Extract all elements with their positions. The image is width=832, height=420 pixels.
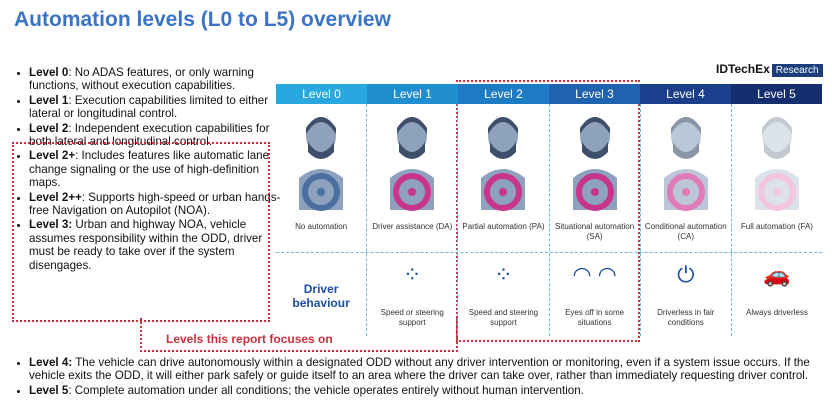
driver-icon [481,117,526,211]
driverless-icon: ⏻ [677,262,695,287]
bullets-top: Level 0: No ADAS features, or only warni… [18,66,286,273]
level-header-1: Level 1 [367,84,458,104]
level-header-5: Level 5 [731,84,822,104]
driver-icon [572,117,617,211]
behaviour-caption: Eyes off in some situations [565,308,625,327]
level-header-0: Level 0 [276,84,367,104]
level-caption: No automation [295,222,348,231]
driver-icon [299,117,343,211]
bullet-level-1: Level 1: Execution capabilities limited … [29,94,286,121]
feet-hands-icon: ⁘ [494,262,513,287]
behaviour-caption: Speed or steering support [380,308,444,327]
level-caption: Partial automation (PA) [462,222,545,231]
focus-box-left [12,142,270,322]
level-header-2: Level 2 [458,84,549,104]
bullet-level-4: Level 4: The vehicle can drive autonomou… [29,356,824,383]
bullet-level-2-plus-plus: Level 2++: Supports high-speed or urban … [29,191,286,218]
behaviour-caption: Driverless in fair conditions [657,308,715,327]
bullets-bottom: Level 4: The vehicle can drive autonomou… [18,356,824,398]
bullet-level-0: Level 0: No ADAS features, or only warni… [29,66,286,93]
bullet-level-2-plus: Level 2+: Includes features like automat… [29,149,286,189]
bullet-level-3: Level 3: Urban and highway NOA, vehicle … [29,218,286,272]
bullet-level-2: Level 2: Independent execution capabilit… [29,122,286,149]
behaviour-caption: Speed and steering support [468,308,539,327]
car-icon: 🚗 [763,262,791,287]
focus-label: Levels this report focuses on [166,332,333,346]
bullet-level-5: Level 5: Complete automation under all c… [29,384,824,397]
driver-icon [390,117,435,211]
driver-behaviour-label: Driver behaviour [292,282,350,310]
level-column-2: Partial automation (PA) ⁘ Speed and steeri… [457,104,548,336]
feet-hands-icon: ⁘ [403,262,422,287]
row-separator [276,252,822,253]
level-column-4: Conditional automation (CA) ⏻ Driverless i… [639,104,731,336]
page-title: Automation levels (L0 to L5) overview [14,8,391,31]
driver-icon [754,117,799,211]
focus-box-levels [456,80,640,342]
level-caption: Full automation (FA) [740,222,813,231]
level-caption: Situational automation (SA) [555,222,635,241]
level-column-5: Full automation (FA) 🚗 Always driverless [730,104,822,336]
level-caption: Driver assistance (DA) [372,222,453,231]
level-column-1: Driver assistance (DA) ⁘ Speed or steering… [366,104,457,336]
level-header-4: Level 4 [640,84,731,104]
level-caption: Conditional automation (CA) [644,222,727,241]
level-column-3: Situational automation (SA) ◠ ◠ Eyes off i… [548,104,640,336]
eyes-closed-icon: ◠ ◠ [572,262,617,287]
level-header-3: Level 3 [549,84,640,104]
behaviour-caption: Always driverless [746,308,808,317]
driver-icon [663,117,708,211]
